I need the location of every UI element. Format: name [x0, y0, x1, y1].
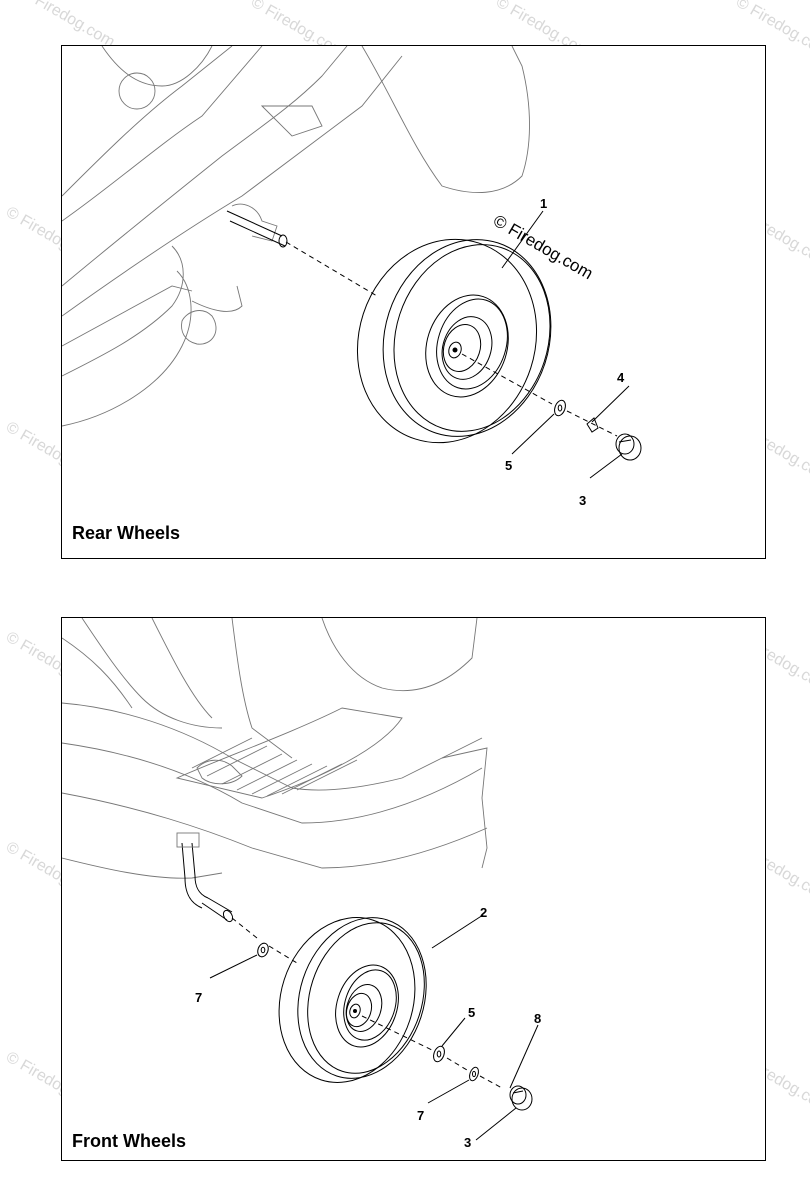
leader-line-2 [431, 914, 484, 949]
callout-5-front: 5 [468, 1005, 475, 1020]
spindle-dash-line [231, 917, 258, 939]
watermark-inside: © Firedog.com [490, 211, 596, 283]
callout-4: 4 [617, 370, 625, 385]
rear-wheels-title: Rear Wheels [72, 523, 181, 543]
hub-dash-line-front [361, 1015, 433, 1051]
leader-line-4 [591, 385, 630, 423]
hub-dash-line-front-3 [479, 1075, 503, 1089]
tractor-front-body [62, 618, 488, 879]
leader-line-7-right [427, 1079, 470, 1104]
leader-line-8 [509, 1024, 539, 1089]
hub-dash-line [461, 353, 553, 405]
leader-line-3 [589, 453, 623, 479]
callout-1: 1 [540, 196, 547, 211]
rear-axle [226, 210, 288, 248]
callout-7-left: 7 [195, 990, 202, 1005]
key-4 [586, 417, 599, 433]
axle-dash-line [285, 241, 378, 297]
leader-line-1 [501, 210, 544, 269]
front-wheels-panel: 2 7 5 8 7 3 Front Wheels [61, 617, 766, 1161]
callout-8: 8 [534, 1011, 541, 1026]
washer-5 [554, 399, 566, 417]
hub-dash-line-2 [566, 410, 618, 437]
rear-wheel [356, 238, 552, 444]
hub-cap-3 [615, 433, 642, 461]
callout-5: 5 [505, 458, 512, 473]
svg-text:© Firedog.com: © Firedog.com [18, 0, 118, 51]
washer-7-right [469, 1066, 479, 1082]
front-wheels-diagram: 2 7 5 8 7 3 [62, 618, 541, 1150]
leader-line-7-left [209, 954, 258, 979]
hub-cap-3-front [509, 1085, 533, 1111]
front-wheel [278, 917, 427, 1083]
leader-line-3-front [475, 1107, 517, 1141]
callout-3-front: 3 [464, 1135, 471, 1150]
hub-dash-line-front-2 [446, 1057, 468, 1071]
watermark-tile-1: © Firedog.com [18, 0, 118, 51]
callout-3: 3 [579, 493, 586, 508]
tractor-rear-body [62, 46, 530, 427]
front-wheels-title: Front Wheels [72, 1131, 187, 1151]
leader-line-5-front [441, 1017, 466, 1047]
washer-7-left [257, 942, 269, 958]
washer-5-front [433, 1045, 445, 1063]
callout-2: 2 [480, 905, 487, 920]
front-spindle [176, 832, 234, 923]
leader-line-5 [511, 413, 555, 455]
rear-wheels-diagram: 1 4 5 3 © Firedog.com [62, 46, 642, 508]
callout-7-right: 7 [417, 1108, 424, 1123]
rear-wheels-panel: 1 4 5 3 © Firedog.com Rear Wheels [61, 45, 766, 559]
